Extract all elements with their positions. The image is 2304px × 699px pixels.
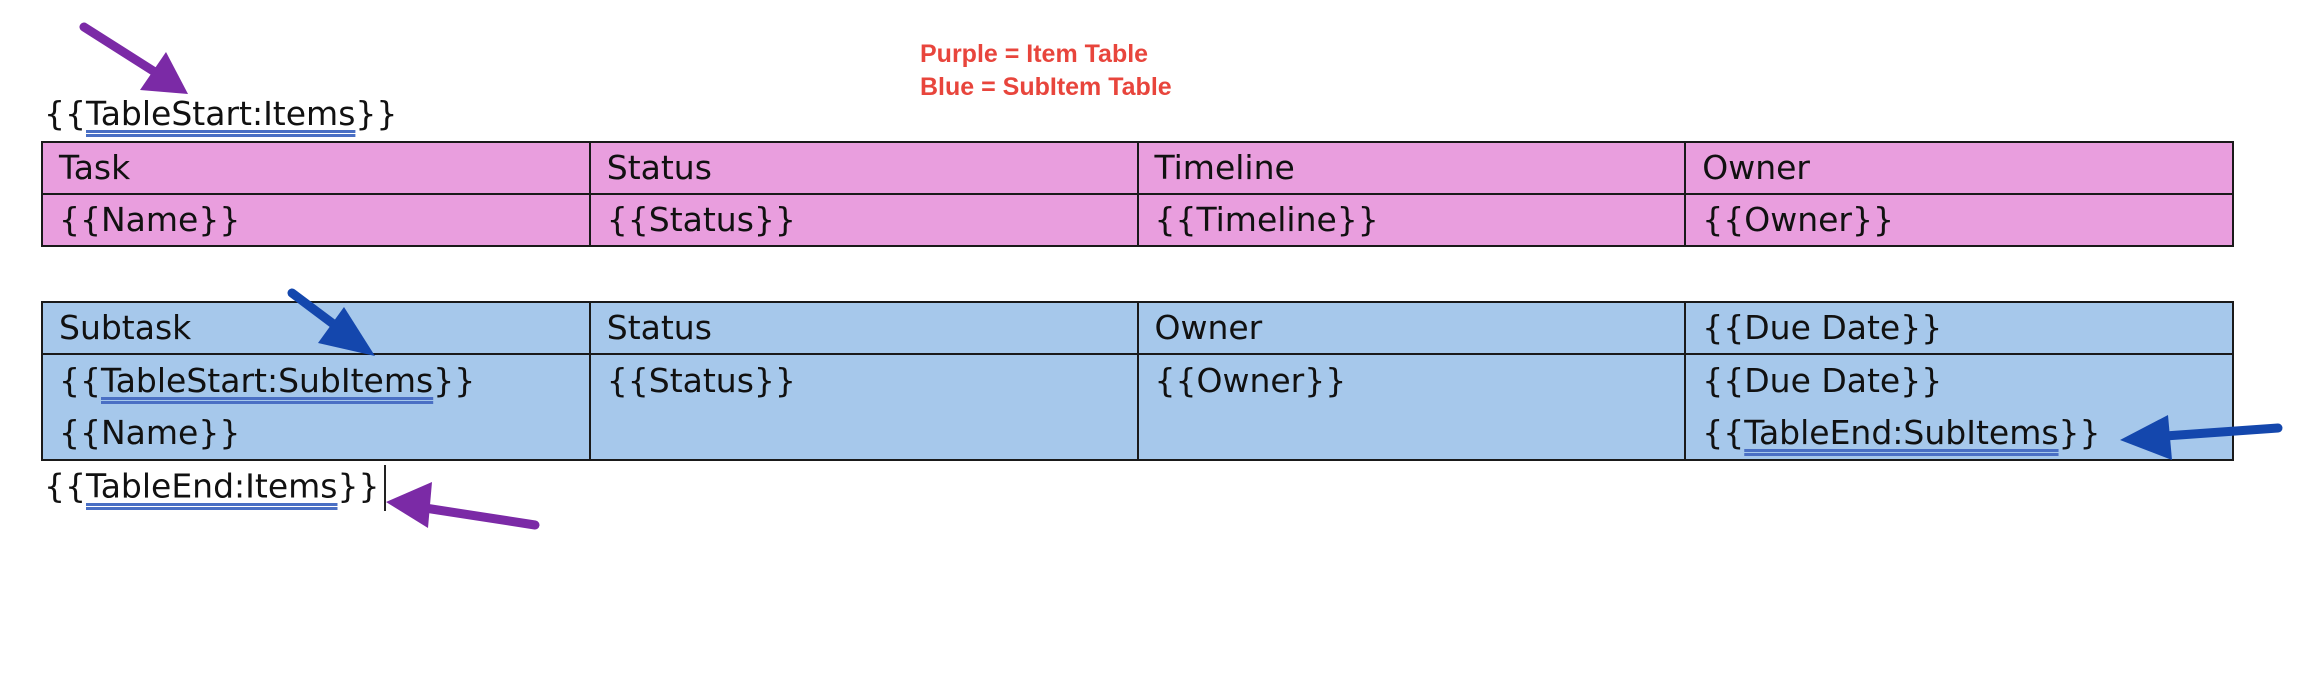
item-table-field-row: {{Name}} {{Status}} {{Timeline}} {{Owner…: [41, 193, 2234, 247]
subitem-field-status[interactable]: {{Status}}: [588, 353, 1139, 461]
item-header-task[interactable]: Task: [41, 141, 591, 195]
brace-open: {{: [44, 466, 86, 506]
purple-arrow-icon: [79, 22, 188, 94]
item-field-name[interactable]: {{Name}}: [41, 193, 591, 247]
subitem-table: Subtask Status Owner {{Due Date}} {{Tabl…: [41, 301, 2234, 461]
text-cursor: [384, 465, 387, 511]
brace-close: }}: [337, 466, 380, 506]
subitem-header-owner[interactable]: Owner: [1136, 301, 1687, 355]
item-table-header-row: Task Status Timeline Owner: [41, 141, 2234, 195]
brace-open: {{: [44, 94, 86, 133]
table-end-subitems-key: TableEnd:SubItems: [1744, 413, 2059, 452]
table-end-items-key: TableEnd:Items: [86, 466, 338, 506]
brace-close: }}: [355, 94, 398, 133]
table-end-items-tag[interactable]: {{TableEnd:Items}}: [44, 465, 387, 511]
brace-close: }}: [2058, 413, 2101, 452]
item-header-timeline[interactable]: Timeline: [1136, 141, 1687, 195]
legend-purple-item-table: Purple = Item Table: [920, 40, 1149, 68]
subitem-header-due-date[interactable]: {{Due Date}}: [1684, 301, 2234, 355]
table-start-subitems-key: TableStart:SubItems: [101, 361, 434, 400]
brace-open: {{: [59, 361, 101, 400]
item-field-status[interactable]: {{Status}}: [588, 193, 1139, 247]
brace-open: {{: [1702, 413, 1745, 452]
table-start-items-key: TableStart:Items: [86, 94, 356, 133]
legend-blue-subitem-table: Blue = SubItem Table: [920, 73, 1172, 101]
item-header-status[interactable]: Status: [588, 141, 1139, 195]
item-header-owner[interactable]: Owner: [1684, 141, 2234, 195]
table-start-items-tag[interactable]: {{TableStart:Items}}: [44, 94, 397, 134]
subitem-cell-due-date[interactable]: {{Due Date}} {{TableEnd:SubItems}}: [1684, 353, 2234, 461]
subitem-cell-subtask[interactable]: {{TableStart:SubItems}} {{Name}}: [41, 353, 591, 461]
subitem-header-status[interactable]: Status: [588, 301, 1139, 355]
brace-close: }}: [433, 361, 476, 400]
subitem-table-header-row: Subtask Status Owner {{Due Date}}: [41, 301, 2234, 355]
subitem-field-due-date: {{Due Date}}: [1702, 361, 1943, 400]
subitem-field-owner[interactable]: {{Owner}}: [1136, 353, 1687, 461]
item-field-owner[interactable]: {{Owner}}: [1684, 193, 2234, 247]
purple-arrow-icon: [386, 482, 540, 530]
color-legend: Purple = Item Table Blue = SubItem Table: [920, 38, 1172, 104]
subitem-field-name: {{Name}}: [59, 413, 241, 452]
subitem-table-field-row: {{TableStart:SubItems}} {{Name}} {{Statu…: [41, 353, 2234, 461]
item-field-timeline[interactable]: {{Timeline}}: [1136, 193, 1687, 247]
subitem-header-subtask[interactable]: Subtask: [41, 301, 591, 355]
table-end-subitems-tag[interactable]: {{TableEnd:SubItems}}: [1702, 407, 2216, 458]
table-start-subitems-tag[interactable]: {{TableStart:SubItems}}: [59, 356, 573, 407]
item-table: Task Status Timeline Owner {{Name}} {{St…: [41, 141, 2234, 247]
